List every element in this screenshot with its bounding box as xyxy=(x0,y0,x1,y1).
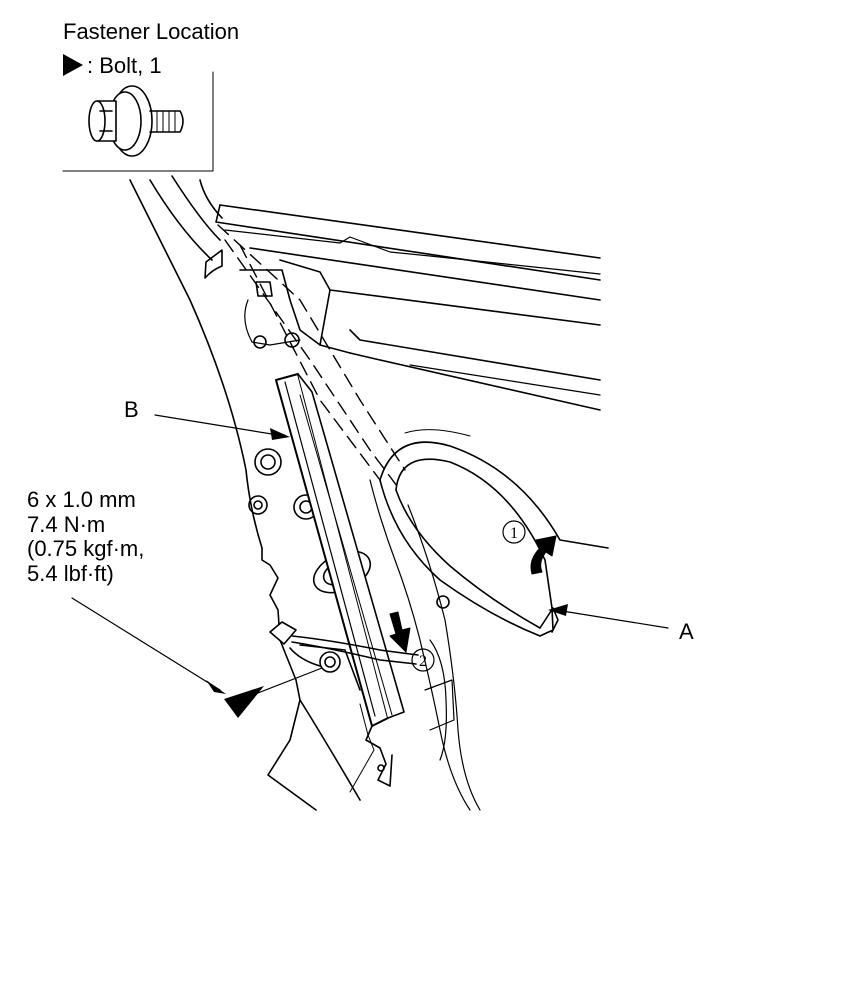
bolt-icon xyxy=(88,85,184,157)
legend-title: Fastener Location xyxy=(63,19,240,44)
step-2-circle xyxy=(411,648,435,672)
torque-arrowhead xyxy=(206,680,226,694)
roof-structure xyxy=(215,204,601,411)
quarter-panel xyxy=(129,175,450,811)
step-2-arrow xyxy=(389,611,411,653)
trim-b xyxy=(275,373,405,793)
torque-spec: 6 x 1.0 mm 7.4 N·m (0.75 kgf·m, 5.4 lbf·… xyxy=(27,487,145,586)
callout-a-arrowhead xyxy=(548,604,568,616)
step-1-number: 1 xyxy=(510,525,518,542)
torque-lbf: 5.4 lbf·ft) xyxy=(27,560,114,586)
hidden-lines xyxy=(217,224,406,491)
bolt-location xyxy=(319,651,341,673)
molding-a xyxy=(369,429,609,811)
callout-a-label: A xyxy=(679,619,694,644)
torque-nm: 7.4 N·m xyxy=(27,511,106,537)
callout-b-label: B xyxy=(124,397,139,422)
torque-kgf: (0.75 kgf·m, xyxy=(27,536,145,561)
leader-lines xyxy=(71,414,669,701)
triangle-icon xyxy=(63,54,83,76)
wire-harness xyxy=(269,621,419,691)
legend-row: : Bolt, 1 xyxy=(63,54,162,78)
legend-box xyxy=(62,71,214,172)
step-2-number: 2 xyxy=(419,653,427,670)
step-1-arrow xyxy=(530,535,557,575)
torque-size: 6 x 1.0 mm xyxy=(27,487,136,512)
fastener-symbol-icon xyxy=(224,686,264,718)
step-1-circle xyxy=(502,520,526,544)
legend-bolt-text: : Bolt, 1 xyxy=(87,53,162,78)
callout-b-arrowhead xyxy=(270,428,290,440)
